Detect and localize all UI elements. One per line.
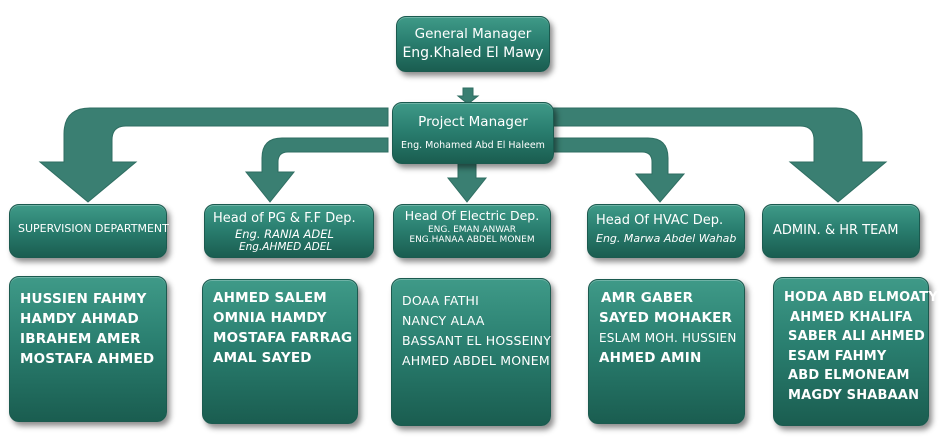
general-manager-box: General Manager Eng.Khaled El Mawy	[396, 16, 550, 72]
member-name: HODA ABD ELMOATY	[784, 290, 938, 305]
pg-ff-department-box: Head of PG & F.F Dep. Eng. RANIA ADEL En…	[204, 204, 374, 258]
general-manager-name: Eng.Khaled El Mawy	[402, 45, 544, 61]
member-name: AHMED AMIN	[599, 350, 702, 366]
admin-hr-members-box: HODA ABD ELMOATY AHMED KHALIFA SABER ALI…	[773, 277, 938, 426]
hvac-members-box: AMR GABER SAYED MOHAKER ESLAM MOH. HUSSI…	[588, 279, 745, 424]
member-name: ABD ELMONEAM	[788, 368, 910, 383]
department-head-name: Eng. RANIA ADEL	[235, 227, 334, 241]
member-name: AHMED SALEM	[213, 290, 327, 306]
member-name: OMNIA HAMDY	[213, 310, 327, 326]
member-name: MAGDY SHABAAN	[788, 387, 920, 403]
department-head-title: Head Of Electric Dep.	[404, 208, 540, 223]
department-head-name: ENG. EMAN ANWAR	[427, 225, 517, 235]
project-manager-name: Eng. Mohamed Abd El Haleem	[401, 140, 545, 151]
member-name: DOAA FATHI	[402, 293, 480, 308]
member-name: ESLAM MOH. HUSSIEN	[599, 331, 737, 345]
electric-department-box: Head Of Electric Dep. ENG. EMAN ANWAR EN…	[393, 204, 551, 258]
member-name: AHMED ABDEL MONEM	[402, 353, 550, 368]
department-head-title: Head of PG & F.F Dep.	[213, 211, 356, 226]
member-name: MOSTAFA FARRAG	[213, 330, 353, 346]
project-manager-title: Project Manager	[418, 114, 528, 130]
department-head-title: ADMIN. & HR TEAM	[773, 223, 899, 238]
member-name: BASSANT EL HOSSEINY	[402, 333, 552, 348]
member-name: ESAM FAHMY	[788, 348, 887, 364]
project-manager-box: Project Manager Eng. Mohamed Abd El Hale…	[392, 102, 554, 164]
hvac-department-box: Head Of HVAC Dep. Eng. Marwa Abdel Wahab	[587, 204, 745, 258]
department-head-title: Head Of HVAC Dep.	[596, 213, 724, 228]
gm-to-pm-arrow	[456, 87, 480, 105]
center-connector-arrow	[446, 161, 488, 203]
admin-hr-team-box: ADMIN. & HR TEAM	[762, 204, 920, 258]
supervision-department-box: SUPERVISION DEPARTMENT	[9, 204, 169, 258]
outer-connector-arrow-right	[549, 107, 888, 203]
member-name: AHMED KHALIFA	[790, 309, 913, 325]
member-name: HAMDY AHMAD	[20, 311, 139, 327]
pg-ff-members-box: AHMED SALEM OMNIA HAMDY MOSTAFA FARRAG A…	[202, 279, 358, 424]
member-name: IBRAHEM AMER	[20, 331, 141, 347]
electric-members-box: DOAA FATHI NANCY ALAA BASSANT EL HOSSEIN…	[391, 278, 551, 426]
member-name: SABER ALI AHMED	[788, 329, 926, 344]
supervision-members-box: HUSSIEN FAHMY HAMDY AHMAD IBRAHEM AMER M…	[9, 276, 167, 422]
member-name: AMR GABER	[601, 290, 694, 306]
inner-connector-arrow-left	[244, 137, 389, 203]
general-manager-title: General Manager	[414, 26, 532, 42]
department-head-name: Eng.AHMED ADEL	[239, 241, 333, 253]
member-name: MOSTAFA AHMED	[20, 351, 155, 367]
department-head-name: ENG.HANAA ABDEL MONEM	[409, 235, 535, 245]
member-name: NANCY ALAA	[402, 313, 485, 328]
department-head-name: Eng. Marwa Abdel Wahab	[596, 232, 737, 245]
member-name: HUSSIEN FAHMY	[20, 291, 147, 307]
outer-connector-arrow	[38, 107, 389, 203]
member-name: SAYED MOHAKER	[599, 310, 733, 326]
department-head-title: SUPERVISION DEPARTMENT	[18, 222, 169, 235]
inner-connector-arrow-right	[551, 137, 686, 203]
member-name: AMAL SAYED	[213, 350, 312, 366]
